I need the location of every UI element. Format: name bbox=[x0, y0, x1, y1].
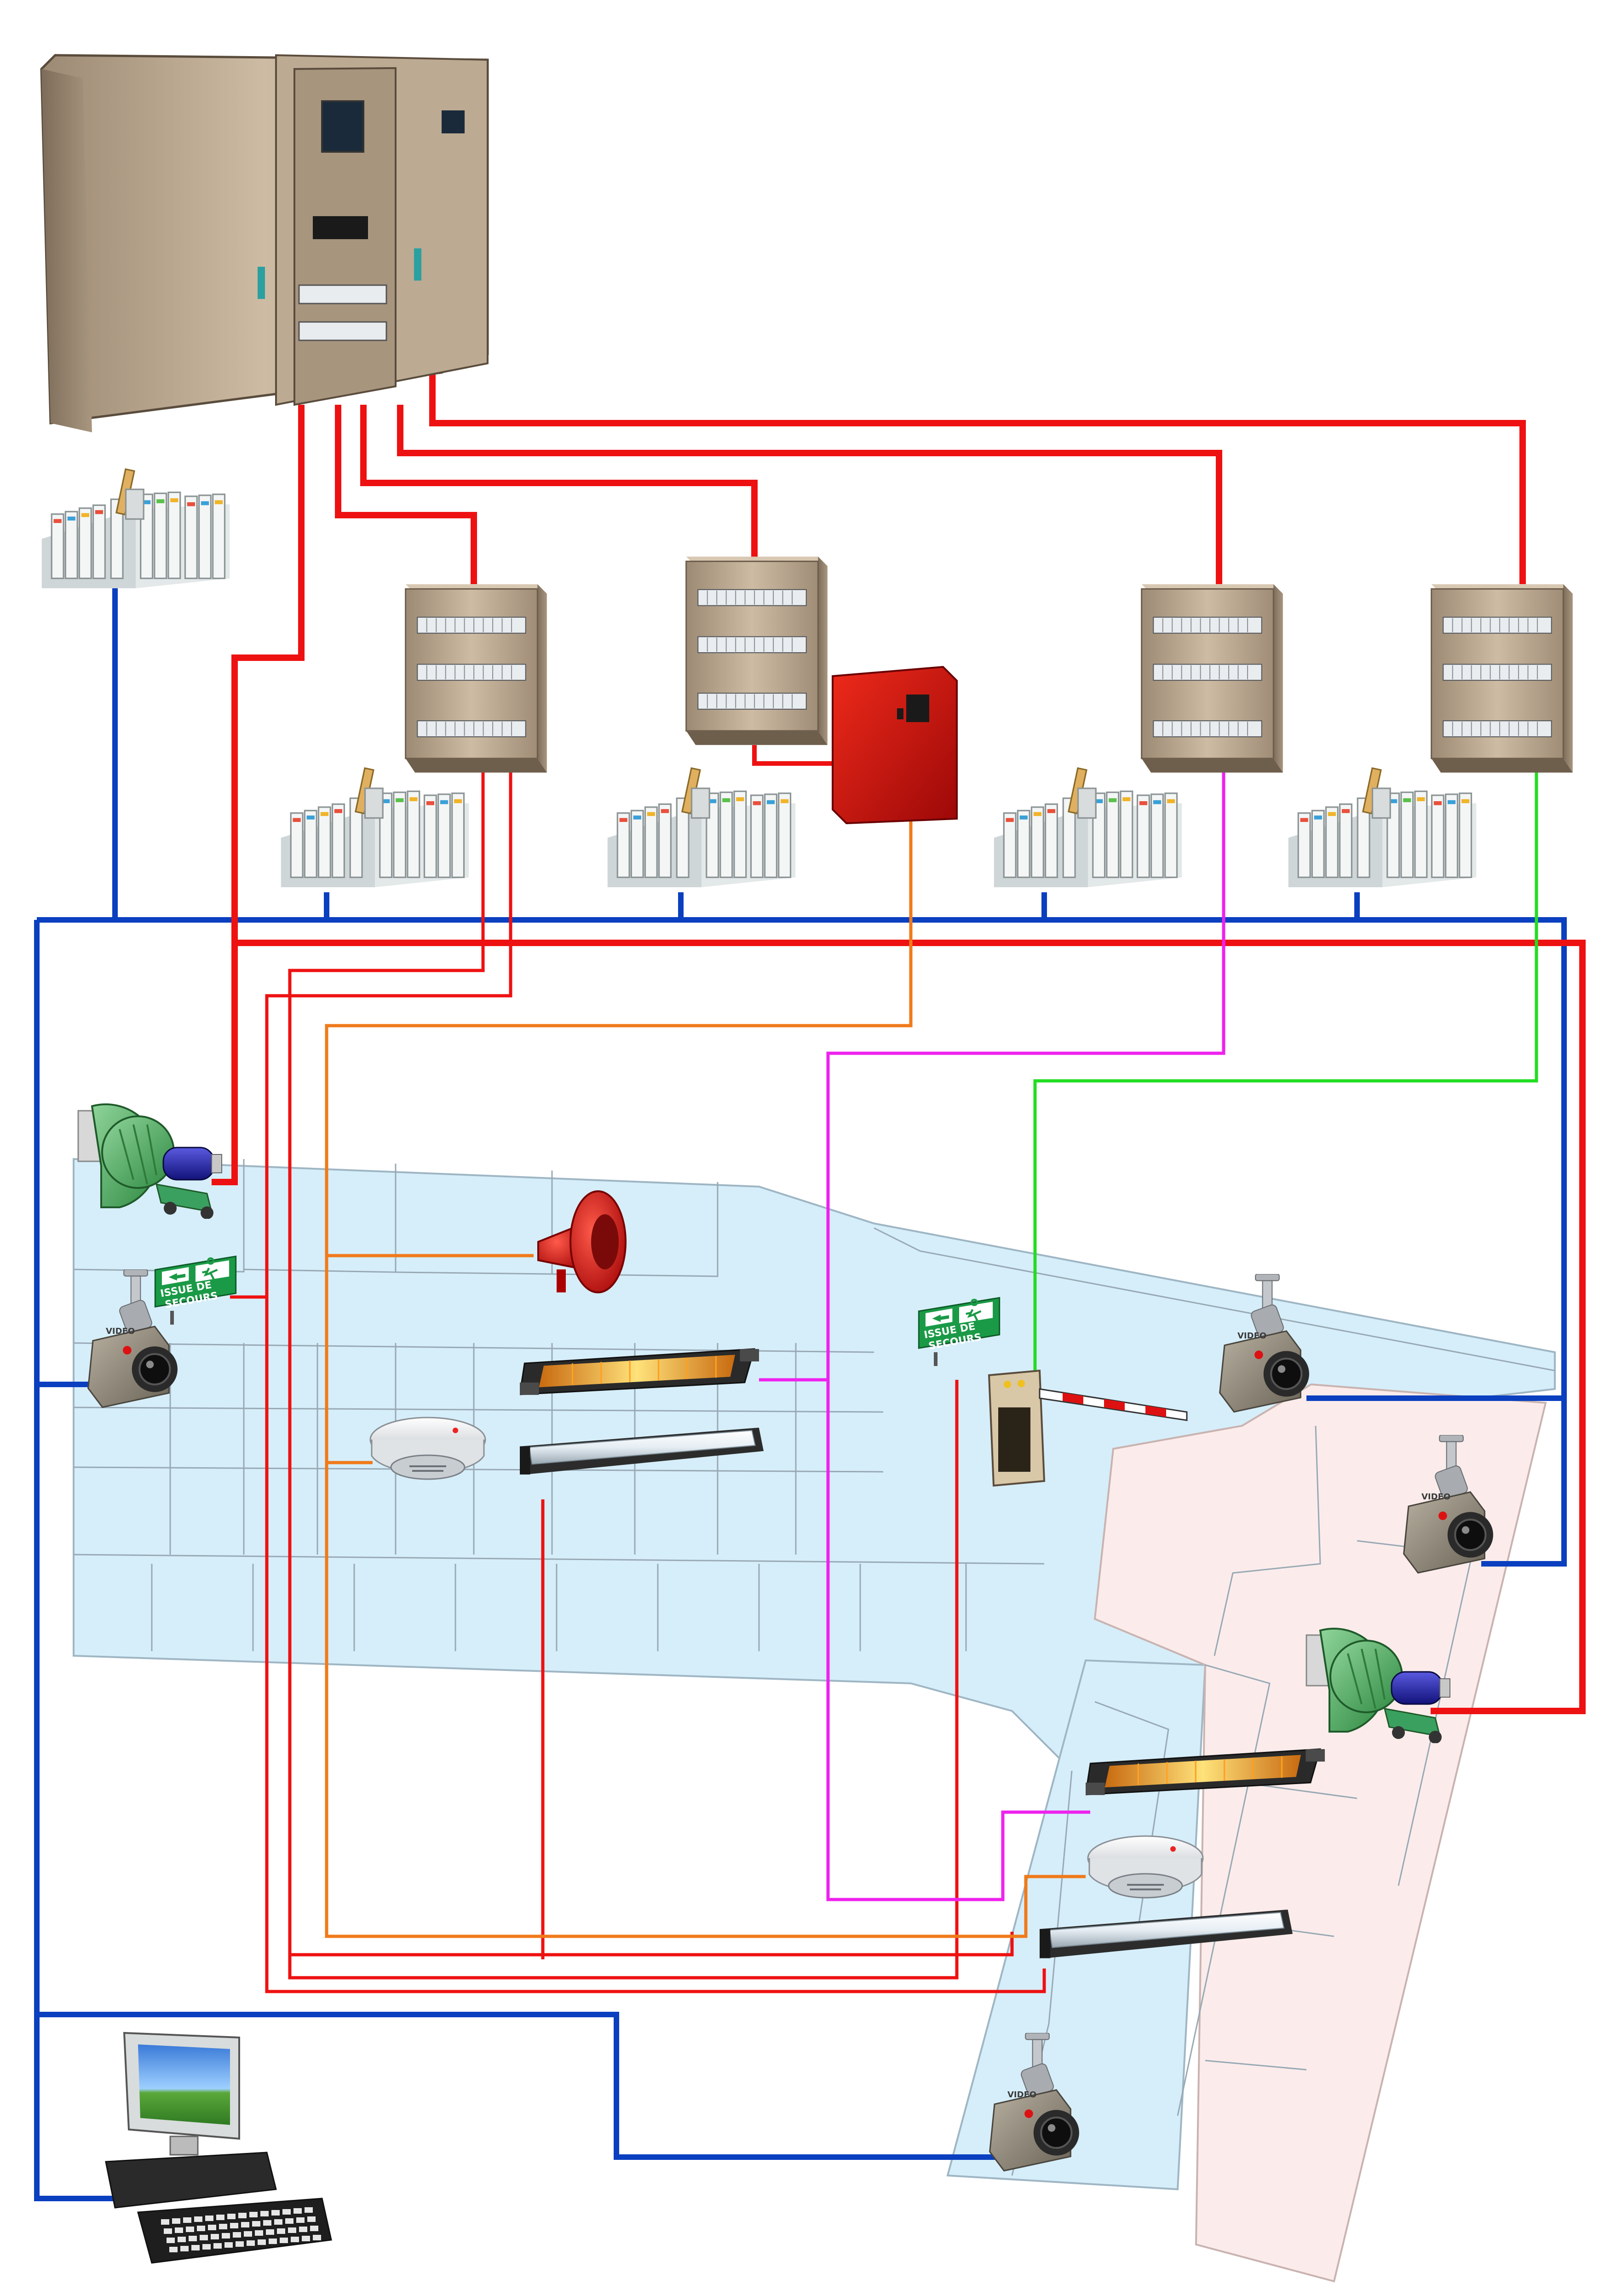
red-circuit-light bbox=[265, 996, 1046, 1993]
distribution-panel-icon bbox=[685, 556, 828, 746]
wiring-layer bbox=[34, 368, 1586, 2201]
red-feeder-panel4 bbox=[429, 368, 1526, 584]
corridor-line bbox=[73, 1406, 884, 1413]
blue-bus-main bbox=[37, 917, 1567, 1567]
corridor-line bbox=[874, 1227, 1555, 1372]
barrier-gate-icon bbox=[988, 1369, 1188, 1487]
red-feeder-panel2 bbox=[360, 405, 758, 561]
orange-fire-circuit bbox=[325, 814, 1086, 1938]
room-divider bbox=[1255, 1784, 1357, 1799]
red-link-fire bbox=[752, 745, 842, 766]
distribution-panel-icon bbox=[1431, 583, 1573, 774]
floor-plan-zones bbox=[73, 1158, 1556, 2283]
corridor-line bbox=[73, 1554, 1045, 1565]
magenta-circuit bbox=[826, 745, 1225, 1901]
plc-io-module-icon bbox=[1288, 767, 1477, 888]
electrical-cabinet-icon bbox=[40, 54, 489, 432]
red-feeder-panel1 bbox=[335, 405, 477, 584]
camera-badge-text: VIDEO bbox=[1237, 1331, 1266, 1341]
room-divider bbox=[1205, 2060, 1307, 2071]
distribution-panel-icon bbox=[405, 583, 547, 774]
red-feeder-panel3 bbox=[397, 405, 1222, 584]
camera-badge-text: VIDEO bbox=[1421, 1492, 1450, 1502]
corridor-line bbox=[73, 1466, 884, 1473]
red-feeder-fan2 bbox=[235, 940, 1586, 1714]
room-divider bbox=[1214, 1425, 1321, 1656]
camera-badge-text: VIDEO bbox=[1007, 2090, 1036, 2100]
plc-io-module-icon bbox=[993, 767, 1183, 888]
red-feeder-fan bbox=[212, 405, 305, 1185]
camera-badge-text: VIDEO bbox=[106, 1326, 135, 1336]
blue-bus-left bbox=[34, 920, 124, 2201]
computer-workstation-icon bbox=[105, 2032, 332, 2264]
fire-alarm-panel-icon bbox=[832, 666, 958, 825]
plc-io-module-icon bbox=[41, 468, 230, 589]
room-divider bbox=[1177, 1664, 1271, 2116]
red-circuit-light2 bbox=[290, 1932, 1014, 1957]
green-circuit bbox=[1033, 745, 1538, 1371]
siren-horn-icon bbox=[537, 1190, 627, 1293]
distribution-panel-icon bbox=[1141, 583, 1283, 774]
plc-io-module-icon bbox=[280, 767, 470, 888]
plc-io-module-icon bbox=[607, 767, 796, 888]
zone-blue-wing bbox=[946, 1659, 1207, 2191]
blue-bus-camera bbox=[37, 2012, 998, 2160]
red-circuit-exit bbox=[288, 763, 959, 1980]
